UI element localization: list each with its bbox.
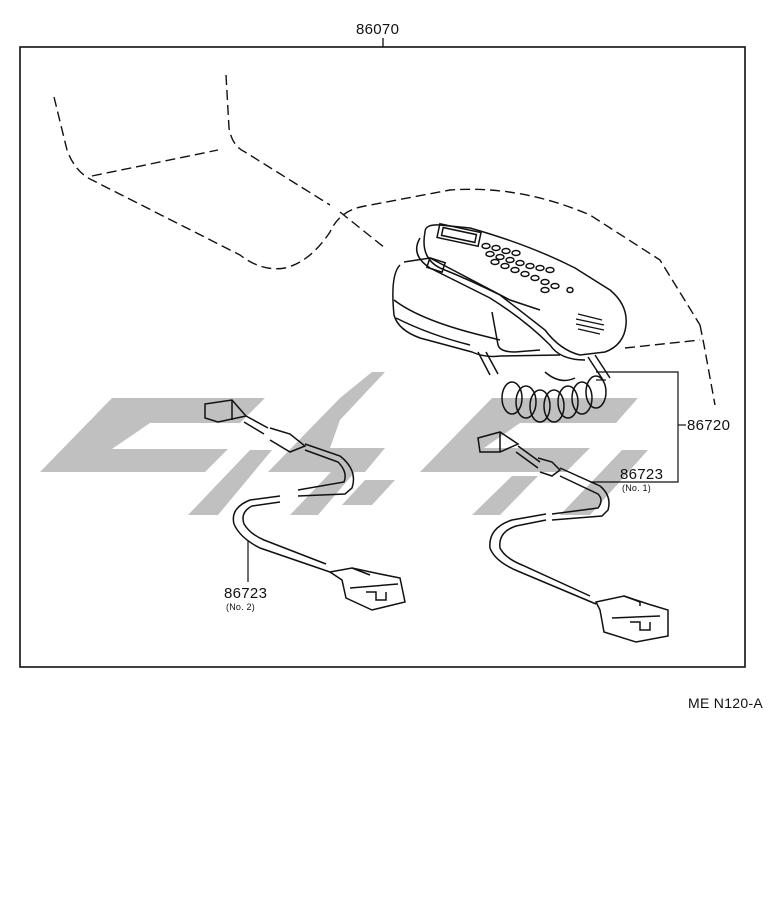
- coiled-cord: [477, 351, 611, 423]
- part-note-no1: (No. 1): [622, 483, 651, 493]
- speaker-grille: [575, 313, 605, 335]
- assembly-number: 86070: [356, 21, 400, 38]
- callout-leaders: [247, 371, 686, 582]
- part-note-no2: (No. 2): [226, 602, 255, 612]
- cable-no2: [204, 399, 406, 611]
- phone-handset: [415, 222, 627, 361]
- cable-no1: [477, 431, 669, 643]
- phone-cradle: [392, 256, 561, 358]
- console-outline: [53, 74, 716, 406]
- part-number-86720: 86720: [687, 417, 731, 434]
- part-number-86723-no1: 86723: [620, 466, 664, 483]
- keypad: [481, 242, 574, 294]
- watermark-logo: [40, 372, 648, 515]
- figure-code: ME N120-A: [688, 695, 764, 711]
- part-number-86723-no2: 86723: [224, 585, 268, 602]
